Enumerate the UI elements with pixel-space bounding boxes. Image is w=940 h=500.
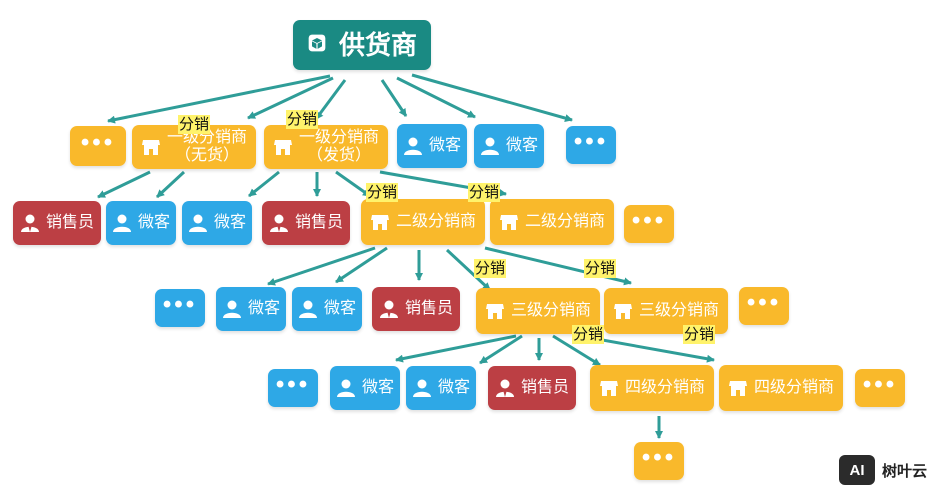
store-icon [485, 301, 505, 321]
supplier-node: 供货商 [293, 20, 431, 70]
distribution-tag: 分销 [178, 115, 211, 134]
primary-distributor-shipping: 一级分销商（发货） [264, 125, 388, 169]
salesperson-node: 销售员 [488, 366, 576, 410]
distribution-tag: 分销 [474, 259, 507, 278]
user-icon [298, 299, 318, 319]
watermark-text: 树叶云 [882, 462, 928, 480]
more-node-l3-right: ••• [739, 287, 789, 325]
user-icon [480, 136, 500, 156]
primary-distributor-no-stock: 一级分销商（无货） [132, 125, 256, 169]
more-node-l3-left: ••• [155, 289, 205, 327]
customer-node: 微客 [406, 366, 476, 410]
store-icon [613, 301, 633, 321]
quaternary-distributor-node: 四级分销商 [719, 365, 843, 411]
store-icon [499, 212, 519, 232]
store-icon [728, 378, 748, 398]
store-icon [141, 137, 161, 157]
salesperson-node: 销售员 [372, 287, 460, 331]
box-icon [307, 33, 331, 57]
supplier-label: 供货商 [338, 30, 417, 60]
customer-node: 微客 [330, 366, 400, 410]
customer-node: 微客 [474, 124, 544, 168]
distributor-note: （发货） [306, 147, 371, 164]
watermark: AI 树叶云 [839, 455, 927, 485]
salesperson-icon [379, 299, 399, 319]
customer-node: 微客 [292, 287, 362, 331]
distribution-tag: 分销 [572, 325, 605, 344]
user-icon [188, 213, 208, 233]
salesperson-icon [20, 213, 40, 233]
salesperson-icon [495, 378, 515, 398]
more-node-l1-right: ••• [566, 126, 616, 164]
distribution-tag: 分销 [366, 183, 399, 202]
salesperson-icon [269, 213, 289, 233]
watermark-logo: AI [839, 455, 875, 485]
customer-node: 微客 [106, 201, 176, 245]
tertiary-distributor-node: 三级分销商 [476, 288, 600, 334]
customer-node: 微客 [182, 201, 252, 245]
more-node-l5: ••• [634, 442, 684, 480]
user-icon [403, 136, 423, 156]
distribution-tag: 分销 [584, 259, 617, 278]
distribution-tag: 分销 [468, 183, 501, 202]
distributor-title: 一级分销商 [298, 129, 379, 146]
user-icon [412, 378, 432, 398]
store-icon [273, 137, 293, 157]
quaternary-distributor-node: 四级分销商 [590, 365, 714, 411]
customer-node: 微客 [397, 124, 467, 168]
secondary-distributor-node: 二级分销商 [361, 199, 485, 245]
user-icon [222, 299, 242, 319]
distribution-tag: 分销 [683, 325, 716, 344]
more-node-l2: ••• [624, 205, 674, 243]
customer-node: 微客 [216, 287, 286, 331]
distributor-note: （无货） [174, 147, 239, 164]
store-icon [370, 212, 390, 232]
salesperson-node: 销售员 [13, 201, 101, 245]
tertiary-distributor-node: 三级分销商 [604, 288, 728, 334]
salesperson-node: 销售员 [262, 201, 350, 245]
user-icon [336, 378, 356, 398]
more-node-l4-left: ••• [268, 369, 318, 407]
more-node-l4-right: ••• [855, 369, 905, 407]
secondary-distributor-node: 二级分销商 [490, 199, 614, 245]
more-node-l1-left: ••• [70, 126, 126, 166]
distribution-tag: 分销 [286, 110, 319, 129]
user-icon [112, 213, 132, 233]
store-icon [599, 378, 619, 398]
